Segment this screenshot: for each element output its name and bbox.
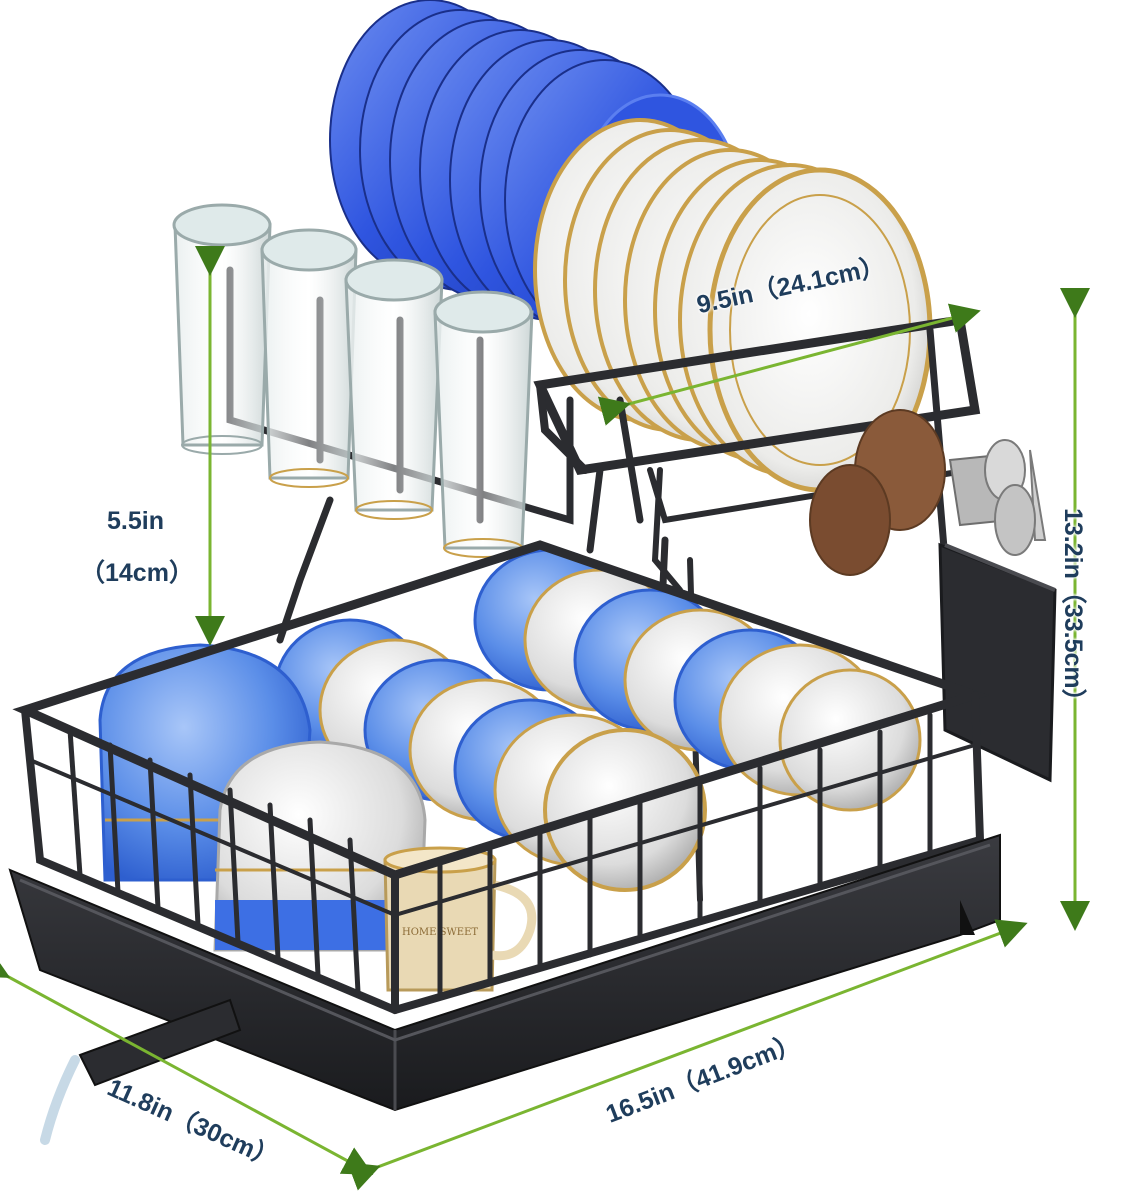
dimension-arrows [0, 246, 1090, 1191]
cup-clearance-label-cm: （14cm） [80, 559, 194, 587]
glass-1 [172, 203, 272, 455]
glass-3 [344, 258, 444, 520]
width-arrow [597, 303, 981, 426]
utensil-caddy [938, 439, 1057, 783]
glass-2 [260, 228, 358, 488]
height-label: 13.2in（33.5cm） [1059, 508, 1087, 714]
length-arrow [347, 919, 1028, 1191]
bowls-and-dishes: HOME SWEET [98, 548, 922, 992]
cup-clearance-label-in: 5.5in [107, 507, 164, 535]
wooden-spatulas [809, 409, 946, 576]
depth-arrow [0, 950, 374, 1175]
glass-4 [433, 290, 534, 558]
